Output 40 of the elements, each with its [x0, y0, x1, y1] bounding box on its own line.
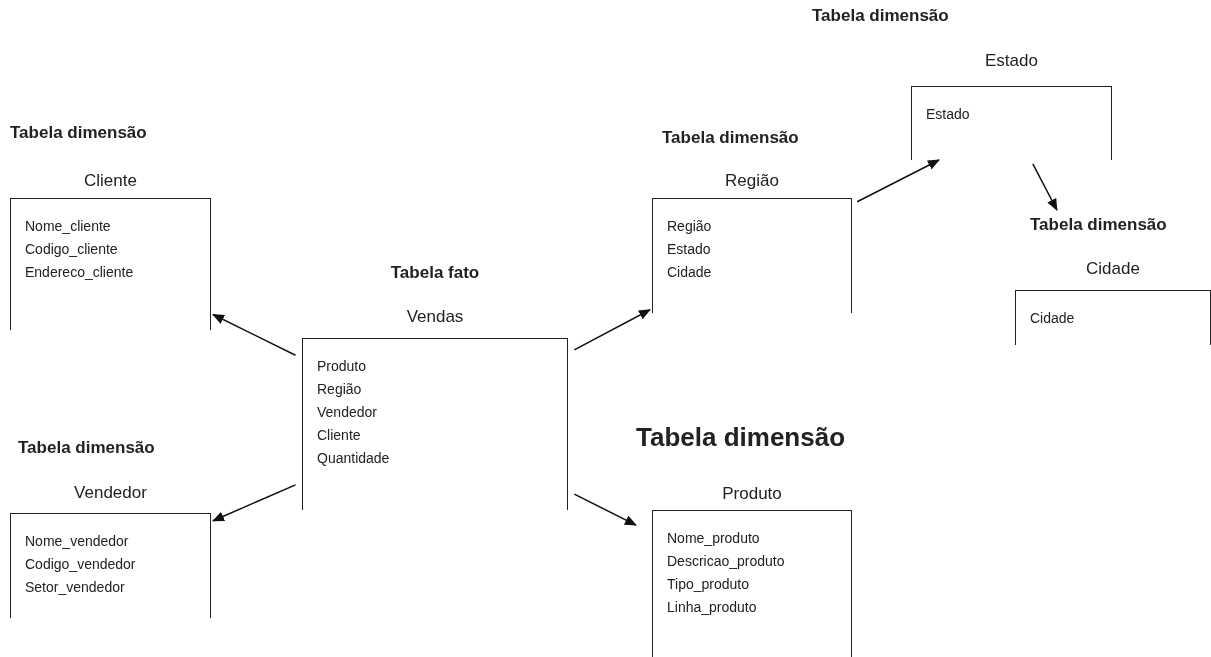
field-name: Endereco_cliente: [25, 263, 134, 282]
table-name: Vendas: [405, 308, 465, 325]
table-type-heading: Tabela dimensão: [10, 124, 147, 141]
arrow: [573, 308, 651, 351]
table-type-heading: Tabela dimensão: [662, 129, 799, 146]
arrow: [212, 313, 297, 356]
table-name: Produto: [721, 485, 783, 502]
table-type-heading: Tabela dimensão: [812, 7, 949, 24]
field-name: Região: [667, 217, 712, 236]
field-name: Nome_vendedor: [25, 532, 129, 551]
table-type-heading: Tabela dimensão: [18, 439, 155, 456]
field-name: Região: [317, 380, 362, 399]
field-name: Setor_vendedor: [25, 578, 125, 597]
table-name: Estado: [984, 52, 1039, 69]
field-name: Cliente: [317, 426, 361, 445]
table-name: Vendedor: [73, 484, 148, 501]
field-name: Codigo_vendedor: [25, 555, 136, 574]
arrow: [1032, 163, 1058, 211]
field-name: Nome_cliente: [25, 217, 111, 236]
field-name: Codigo_cliente: [25, 240, 118, 259]
field-name: Cidade: [667, 263, 712, 282]
field-name: Estado: [667, 240, 711, 259]
table-type-heading: Tabela dimensão: [1030, 216, 1167, 233]
field-name: Vendedor: [317, 403, 377, 422]
field-name: Nome_produto: [667, 529, 760, 548]
arrow: [212, 484, 297, 522]
table-name: Região: [724, 172, 780, 189]
table-name: Cidade: [1085, 260, 1141, 277]
field-name: Cidade: [1030, 309, 1075, 328]
field-name: Produto: [317, 357, 367, 376]
arrow: [856, 159, 940, 203]
table-type-heading: Tabela fato: [389, 264, 481, 281]
table-name: Cliente: [83, 172, 138, 189]
field-name: Linha_produto: [667, 598, 757, 617]
field-name: Descricao_produto: [667, 552, 785, 571]
field-name: Tipo_produto: [667, 575, 749, 594]
field-name: Estado: [926, 105, 970, 124]
field-name: Quantidade: [317, 449, 390, 468]
arrow: [573, 493, 637, 526]
table-type-heading: Tabela dimensão: [636, 424, 846, 450]
